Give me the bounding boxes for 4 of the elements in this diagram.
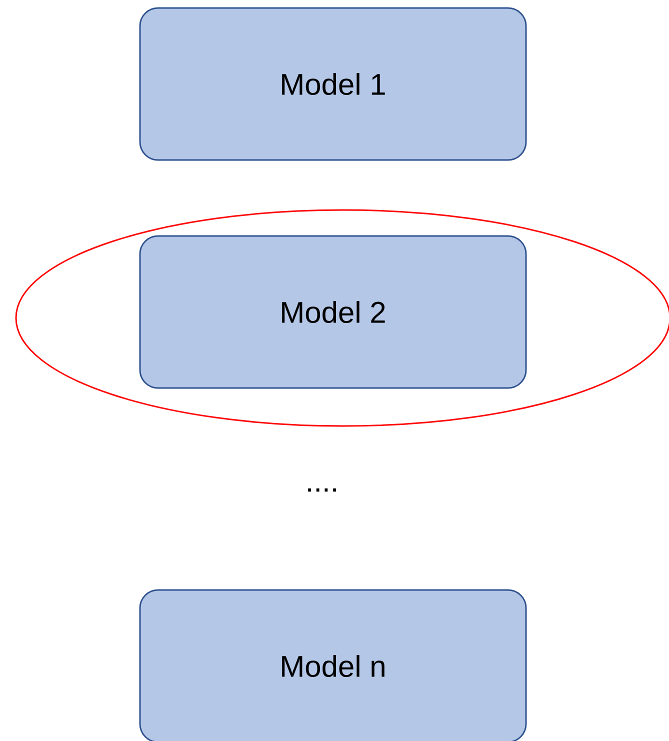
model-box: Model n <box>139 589 527 741</box>
model-box: Model 1 <box>139 7 527 161</box>
ellipsis-text: .... <box>308 488 336 492</box>
model-box: Model 2 <box>139 235 527 389</box>
